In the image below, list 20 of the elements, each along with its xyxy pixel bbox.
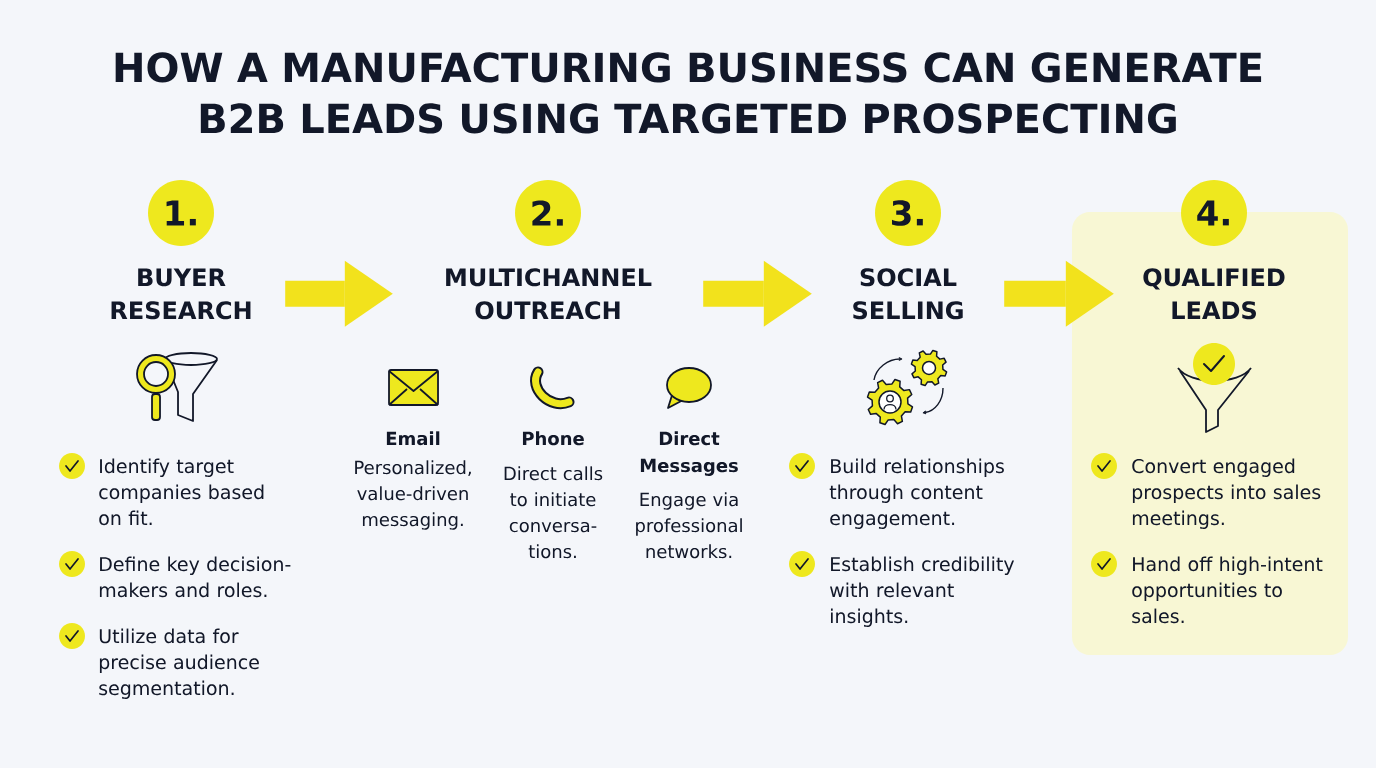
bullet-text: Convert engaged prospects into sales meetings. xyxy=(1132,458,1321,529)
subheading: Email xyxy=(386,431,440,446)
bullet-text: Establish credibility with relevant insights. xyxy=(830,556,1015,627)
step-heading: MULTICHANNEL OUTREACH xyxy=(446,268,652,320)
description-text: Direct calls to initiate conversa-tions. xyxy=(504,466,603,559)
bullet-text: Build relationships through content engagement. xyxy=(829,458,1004,529)
bullet-text: Utilize data for precise audience segmentation. xyxy=(99,628,259,699)
subheading: Phone xyxy=(522,431,584,446)
description-text: Personalized, value-driven messaging. xyxy=(355,460,471,530)
arrow xyxy=(1004,260,1114,327)
bullet-text: Hand off high-intent opportunities to sales. xyxy=(1132,556,1323,624)
arrow xyxy=(703,260,812,327)
bullet-text: Identify target companies based on fit. xyxy=(99,458,264,526)
subheading: Direct Messages xyxy=(640,431,738,476)
bullet-text: Define key decision-makers and roles. xyxy=(99,556,291,598)
step-heading: QUALIFIED LEADS xyxy=(1143,268,1285,320)
title: HOW A MANUFACTURING BUSINESS CAN GENERATE B2B LEADS USING TARGETED PROSPECTING xyxy=(115,52,1262,134)
step-heading: BUYER RESEARCH xyxy=(111,268,251,320)
step-heading: SOCIAL SELLING xyxy=(853,268,963,320)
description-text: Engage via professional networks. xyxy=(636,492,742,559)
